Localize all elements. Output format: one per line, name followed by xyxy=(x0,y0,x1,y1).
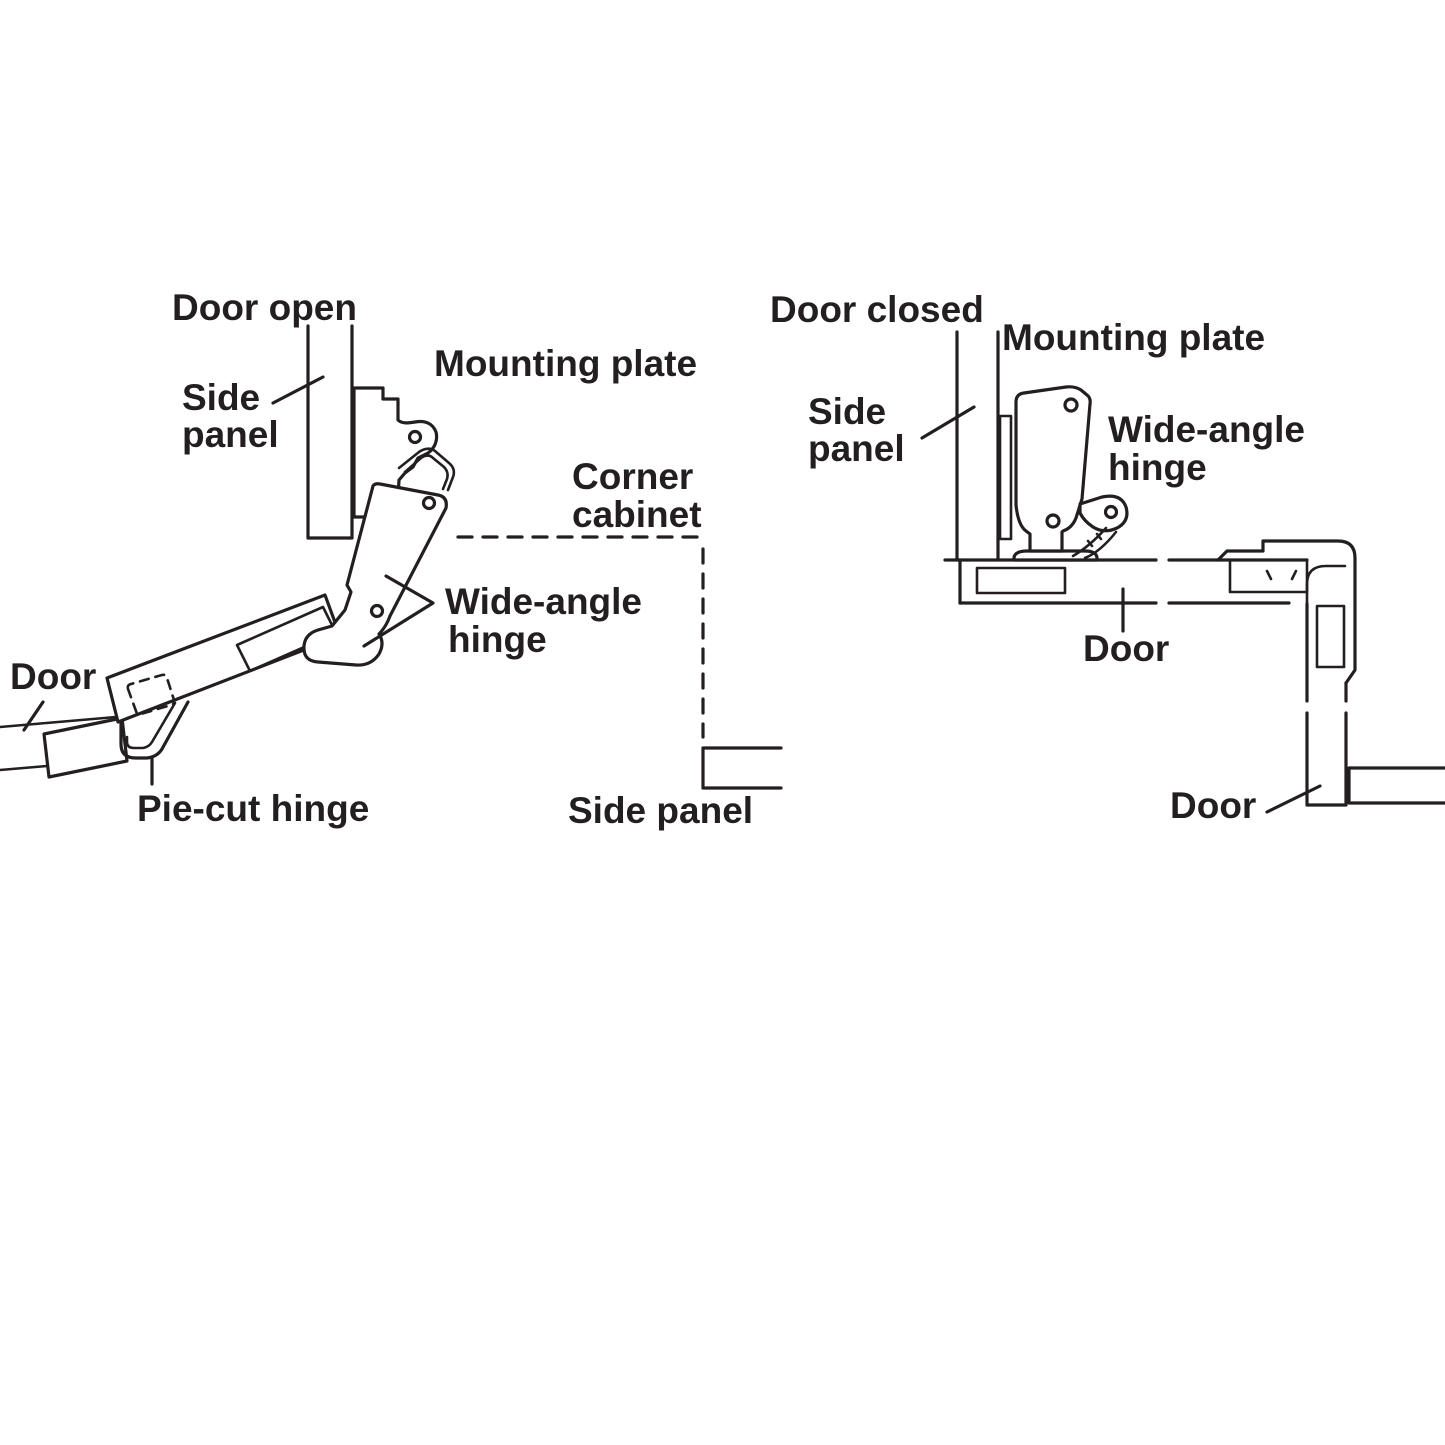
hinge-arm-screw-hole-bottom xyxy=(369,603,385,619)
closed-door-inner-rect xyxy=(975,566,1067,595)
pie-cut-hinge-outer xyxy=(119,700,190,760)
folded-hinge-plate xyxy=(1014,385,1092,553)
hinge-lever-hatches xyxy=(1086,532,1103,548)
side-panel-right xyxy=(955,330,1000,562)
hinge-knuckle-inner xyxy=(403,454,449,491)
label-wide-angle-hinge-right-line1: Wide-angle xyxy=(1108,409,1305,450)
door-label-leader xyxy=(22,700,45,732)
hinge-pivot-hole xyxy=(1103,504,1119,520)
folded-plate-screw-hole-bottom xyxy=(1045,513,1061,529)
label-door-closed: Door closed xyxy=(770,289,984,330)
corner-joint-inner-curve xyxy=(1305,564,1347,606)
label-side-panel-line1: Side xyxy=(182,377,260,418)
label-wide-angle-hinge-line2: hinge xyxy=(448,619,547,660)
side-panel-leader-right xyxy=(920,405,976,440)
adjoining-panel-bar xyxy=(1347,766,1445,805)
label-mounting-plate-right: Mounting plate xyxy=(1002,317,1265,358)
label-wide-angle-hinge-right-line2: hinge xyxy=(1108,447,1207,488)
corner-cup-ticks xyxy=(1265,569,1298,581)
mounting-strip-right xyxy=(998,414,1013,541)
corner-joint-outline xyxy=(1216,539,1357,685)
door-bottom-leader xyxy=(1265,784,1322,814)
hinge-pivot-link xyxy=(1078,494,1129,533)
wide-angle-hinge-chevron xyxy=(362,574,435,648)
hinge-knuckle-outer xyxy=(397,447,456,492)
label-door-open: Door open xyxy=(172,287,357,328)
label-side-panel-right-line1: Side xyxy=(808,391,886,432)
label-corner-cabinet-line1: Corner xyxy=(572,456,693,497)
label-side-panel-right-line2: panel xyxy=(808,428,905,469)
side-panel-left xyxy=(306,324,354,540)
vertical-door-inner-rect xyxy=(1315,604,1346,669)
label-wide-angle-hinge-line1: Wide-angle xyxy=(445,581,642,622)
folded-plate-screw-hole-top xyxy=(1063,397,1079,413)
diagram-door-open: Door open Side panel Mounting plate Corn… xyxy=(0,287,783,831)
diagram-door-closed: Door closed Mounting plate Side panel Wi… xyxy=(770,289,1445,826)
vertical-door-edges xyxy=(1305,602,1348,807)
corner-cup-rect xyxy=(1228,558,1309,594)
label-door-bottom: Door xyxy=(1170,785,1256,826)
mounting-plate-screw-hole xyxy=(407,429,423,445)
hidden-cup-dashed-square xyxy=(126,673,176,716)
side-panel-leader xyxy=(271,375,325,405)
label-corner-cabinet-line2: cabinet xyxy=(572,494,702,535)
wide-angle-hinge-arm xyxy=(302,482,448,667)
hinge-arm-screw-hole-top xyxy=(421,495,437,511)
label-pie-cut-hinge: Pie-cut hinge xyxy=(137,788,369,829)
door-section-rect xyxy=(42,716,129,779)
pie-cut-hinge-inner xyxy=(125,701,177,750)
label-side-panel-bottom: Side panel xyxy=(568,790,753,831)
label-door-center: Door xyxy=(1083,628,1169,669)
door-edge-lines xyxy=(0,715,118,772)
label-door: Door xyxy=(10,656,96,697)
label-mounting-plate: Mounting plate xyxy=(434,343,697,384)
label-side-panel-line2: panel xyxy=(182,414,279,455)
side-panel-bottom-section xyxy=(701,746,783,790)
